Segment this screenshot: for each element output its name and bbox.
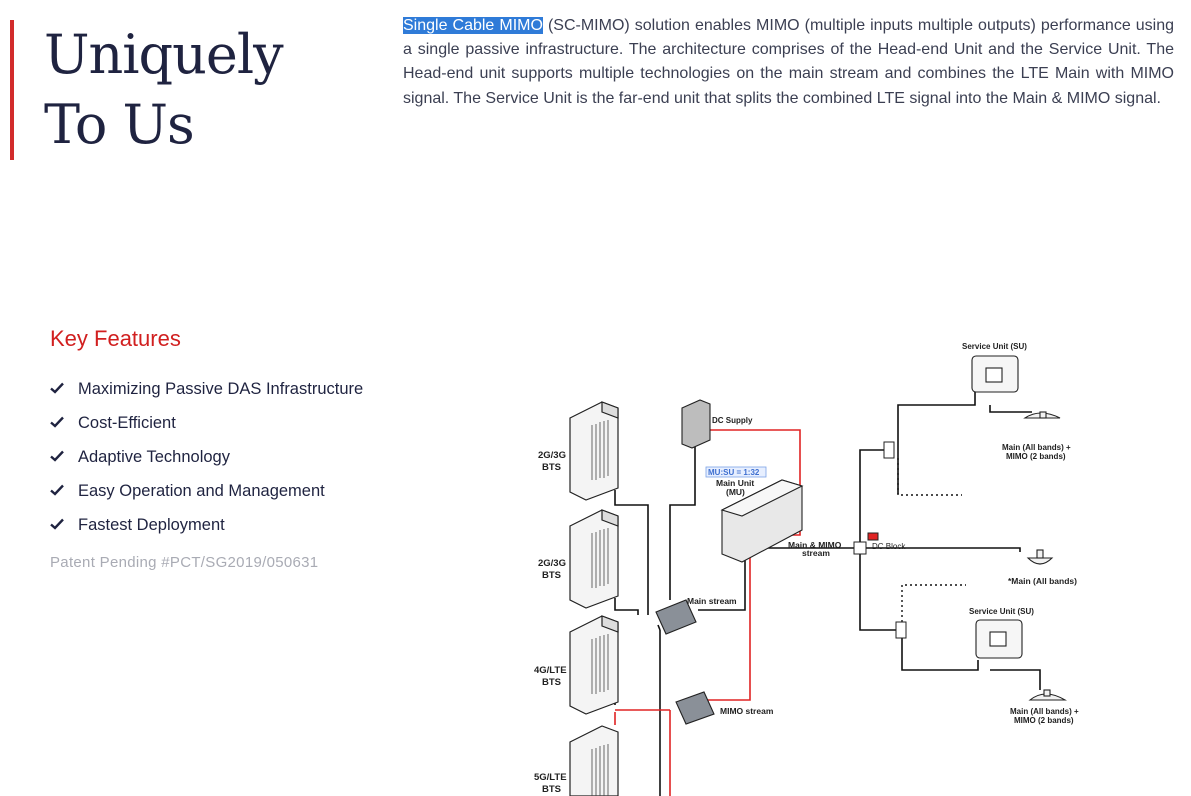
selected-text[interactable]: Single Cable MIMO — [403, 17, 543, 34]
bts-cabinet — [569, 401, 619, 501]
main-unit-box — [720, 479, 804, 563]
service-unit-label: Service Unit (SU) — [962, 342, 1027, 351]
feature-label: Easy Operation and Management — [78, 481, 325, 500]
dotted-links — [897, 458, 966, 622]
list-item: Adaptive Technology — [50, 440, 363, 474]
list-item: Maximizing Passive DAS Infrastructure — [50, 372, 363, 406]
bts-label: BTS — [542, 570, 561, 581]
mimo-stream-label: MIMO stream — [720, 706, 774, 716]
antenna-icon — [1023, 411, 1061, 419]
stream-label: stream — [802, 548, 830, 558]
antenna-label: Main (All bands) + — [1002, 443, 1071, 452]
intro-text: (SC-MIMO) solution enables MIMO (multipl… — [403, 17, 1175, 107]
ratio-box — [705, 466, 767, 478]
service-unit-device — [975, 619, 1023, 659]
bts-cabinet — [569, 509, 619, 609]
list-item: Fastest Deployment — [50, 508, 363, 542]
antenna-icon — [1026, 549, 1054, 565]
combiner-mimo — [675, 691, 715, 725]
dc-block-label: DC Block — [872, 542, 906, 551]
ratio-label: MU:SU = 1:32 — [708, 468, 760, 477]
architecture-diagram: 2G/3G BTS 2G/3G BTS 4G/LTE BTS 5G/LTE BT… — [534, 342, 1079, 796]
bts-vents — [591, 420, 609, 796]
bts-label: BTS — [542, 462, 561, 473]
title-line-2: To Us — [44, 93, 195, 156]
antenna-label: MIMO (2 bands) — [1014, 716, 1074, 725]
check-icon — [50, 414, 78, 433]
bts-label: 5G/LTE — [534, 772, 567, 783]
title-line-1: Uniquely — [44, 23, 284, 86]
black-cables — [614, 392, 1041, 796]
combiner-main — [655, 599, 697, 635]
feature-label: Cost-Efficient — [78, 413, 176, 432]
service-unit-label: Service Unit (SU) — [969, 607, 1034, 616]
service-unit-device — [971, 355, 1019, 393]
features-list: Maximizing Passive DAS Infrastructure Co… — [50, 372, 363, 542]
main-stream-label: Main stream — [687, 596, 737, 606]
dc-supply-box — [681, 399, 711, 449]
splitter-icon — [853, 441, 907, 639]
antenna-label: MIMO (2 bands) — [1006, 452, 1066, 461]
check-icon — [50, 482, 78, 501]
bts-cabinet — [569, 725, 619, 796]
main-unit-label: Main Unit — [716, 478, 754, 488]
page-title: Uniquely To Us — [44, 20, 284, 160]
antenna-label: *Main (All bands) — [1008, 576, 1077, 586]
bts-label: 2G/3G — [538, 558, 566, 569]
main-mimo-label: Main & MIMO — [788, 540, 842, 550]
feature-label: Fastest Deployment — [78, 515, 225, 534]
main-unit-abbr: (MU) — [726, 487, 745, 497]
features-title: Key Features — [50, 326, 181, 351]
bts-label: 2G/3G — [538, 450, 566, 461]
red-cables — [614, 429, 801, 796]
bts-label: BTS — [542, 677, 561, 688]
antenna-label: Main (All bands) + — [1010, 707, 1079, 716]
accent-bar — [10, 20, 14, 160]
intro-paragraph: Single Cable MIMO (SC-MIMO) solution ena… — [403, 14, 1174, 111]
bts-label: BTS — [542, 784, 561, 795]
dc-supply-label: DC Supply — [712, 416, 753, 425]
antenna-icon — [1028, 689, 1067, 701]
feature-label: Adaptive Technology — [78, 447, 230, 466]
feature-label: Maximizing Passive DAS Infrastructure — [78, 379, 364, 398]
patent-note: Patent Pending #PCT/SG2019/050631 — [50, 554, 319, 571]
list-item: Cost-Efficient — [50, 406, 363, 440]
check-icon — [50, 448, 78, 467]
check-icon — [50, 516, 78, 535]
list-item: Easy Operation and Management — [50, 474, 363, 508]
bts-cabinet — [569, 615, 619, 715]
bts-label: 4G/LTE — [534, 665, 567, 676]
check-icon — [50, 380, 78, 399]
